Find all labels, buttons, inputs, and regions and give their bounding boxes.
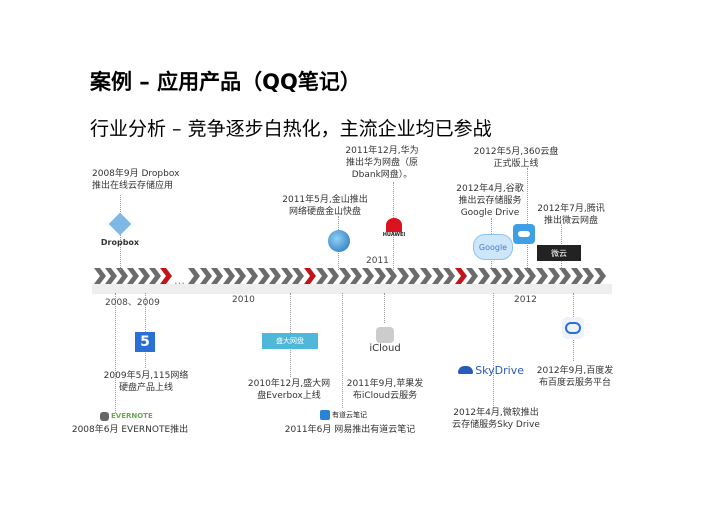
chevron: [316, 268, 328, 284]
shanda-logo: 盛大网盘: [262, 333, 318, 349]
skydrive-logo: SkyDrive: [458, 362, 524, 378]
dropbox-icon: [108, 212, 132, 235]
chevron: [385, 268, 397, 284]
chevron: [443, 268, 455, 284]
event-skydrive: 2012年4月,微软推出云存储服务Sky Drive: [452, 408, 540, 430]
chevron: [408, 268, 420, 284]
event-youdao: 2011年6月 网易推出有道云笔记: [284, 425, 416, 435]
chevron: [105, 268, 117, 284]
chevron-red: [304, 268, 316, 284]
chevron: [571, 268, 583, 284]
year-label: 2010: [232, 295, 255, 305]
chevron: [582, 268, 594, 284]
chevron: [513, 268, 525, 284]
dropbox-logo: Dropbox: [100, 208, 140, 252]
connector: [527, 168, 528, 270]
chevron: [501, 268, 513, 284]
chevron-red: [455, 268, 467, 284]
chevron: [116, 268, 128, 284]
baidu-cloud-icon: [562, 317, 584, 339]
cloud-icon: [513, 224, 535, 244]
weiyun-logo: 微云: [537, 245, 581, 261]
chevron: [292, 268, 304, 284]
chevron: [548, 268, 560, 284]
chevron: [374, 268, 386, 284]
chevron: [269, 268, 281, 284]
chevron: [432, 268, 444, 284]
event-icloud: 2011年9月,苹果发布iCloud云服务: [346, 379, 424, 401]
chevron: [339, 268, 351, 284]
connector: [493, 293, 494, 408]
chevron: [200, 268, 212, 284]
chevron: [188, 268, 200, 284]
kuaipan-icon: [328, 230, 350, 252]
event-115: 2009年5月,115网络硬盘产品上线: [103, 371, 189, 393]
chevron: [350, 268, 362, 284]
year-label: 2008、2009: [105, 298, 160, 308]
year-label: 2011: [366, 256, 389, 266]
google-logo: Google: [473, 234, 513, 260]
chevron: [138, 268, 150, 284]
chevron: [478, 268, 490, 284]
chevron: [466, 268, 478, 284]
icloud-icon: [376, 326, 394, 343]
event-baidu: 2012年9月,百度发布百度云服务平台: [536, 366, 614, 388]
chevron: [362, 268, 374, 284]
skydrive-icon: [458, 366, 474, 374]
timeline-band: [92, 268, 612, 294]
chevron: [211, 268, 223, 284]
chevron: [223, 268, 235, 284]
chevron: [94, 268, 106, 284]
evernote-logo: EVERNOTE: [100, 410, 155, 422]
115-logo: 5: [135, 332, 155, 352]
huawei-icon: [386, 218, 402, 232]
event-kuaipan: 2011年5月,金山推出网络硬盘金山快盘: [282, 195, 368, 217]
event-everbox: 2010年12月,盛大网盘Everbox上线: [247, 379, 331, 401]
elephant-icon: [100, 411, 109, 421]
chevron: [327, 268, 339, 284]
chevron: [420, 268, 432, 284]
icloud-logo: iCloud: [368, 322, 402, 358]
connector: [115, 293, 116, 413]
chevron-red: [160, 268, 172, 284]
year-label: 2012: [514, 295, 537, 305]
connector: [145, 293, 146, 368]
event-weiyun: 2012年7月,腾讯推出微云网盘: [537, 204, 605, 226]
chevron: [536, 268, 548, 284]
chevron: [258, 268, 270, 284]
page-subtitle: 行业分析 – 竞争逐步白热化，主流企业均已参战: [90, 118, 492, 140]
chevron: [594, 268, 606, 284]
chevron: [490, 268, 502, 284]
ellipsis: …: [174, 274, 185, 287]
huawei-logo: HUAWEI: [380, 214, 408, 242]
chevron: [127, 268, 139, 284]
chevron: [149, 268, 161, 284]
chevron: [397, 268, 409, 284]
band-reflection: [92, 284, 612, 294]
chevron: [234, 268, 246, 284]
connector: [342, 293, 343, 408]
event-360: 2012年5月,360云盘正式版上线: [473, 147, 559, 169]
connector: [384, 293, 385, 323]
chevron: [559, 268, 571, 284]
chevron: [281, 268, 293, 284]
youdao-logo: 有道云笔记: [320, 409, 372, 421]
event-evernote: 2008年6月 EVERNOTE推出: [71, 425, 189, 435]
page-title: 案例 – 应用产品（QQ笔记）: [90, 70, 361, 94]
chevron: [246, 268, 258, 284]
chevron: [524, 268, 536, 284]
